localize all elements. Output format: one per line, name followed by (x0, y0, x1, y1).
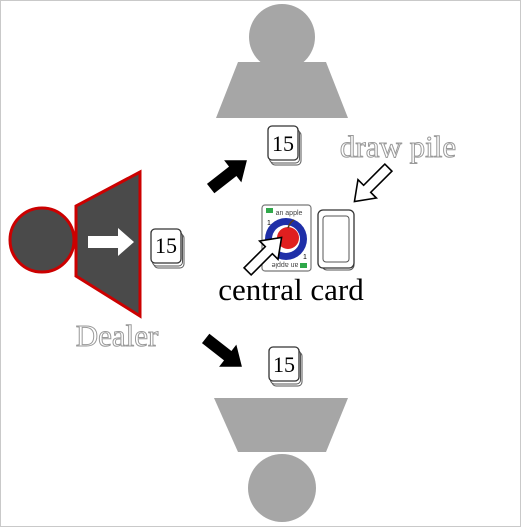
top-player-figure-icon (216, 4, 348, 118)
central-card-corner-bottom: 1 (303, 254, 307, 261)
draw-pile-label: draw pile (340, 129, 456, 164)
central-card-pointer-arrow-icon (242, 236, 283, 277)
bottom-card-stack: 15 (268, 346, 303, 387)
top-card-stack: 15 (267, 125, 302, 166)
central-card: an apple an apple 1 1 (261, 204, 312, 272)
bottom-player-figure-icon (214, 398, 348, 522)
draw-pile (317, 209, 355, 271)
deal-arrow-down-icon (201, 333, 242, 367)
deal-arrow-up-icon (206, 160, 247, 194)
dealer-hand-arrow-icon (88, 228, 134, 256)
bottom-stack-count: 15 (273, 352, 295, 377)
left-card-stack: 15 (150, 228, 185, 269)
central-card-caption-bottom: an apple (271, 261, 298, 268)
central-card-caption-top: an apple (276, 210, 303, 217)
draw-pile-pointer-arrow-icon (353, 162, 394, 203)
left-stack-count: 15 (155, 233, 177, 258)
central-card-corner-top: 1 (267, 220, 271, 227)
top-stack-count: 15 (272, 131, 294, 156)
central-card-label: central card (218, 272, 364, 307)
dealer-label: Dealer (76, 318, 159, 353)
apple-icon (277, 219, 299, 249)
